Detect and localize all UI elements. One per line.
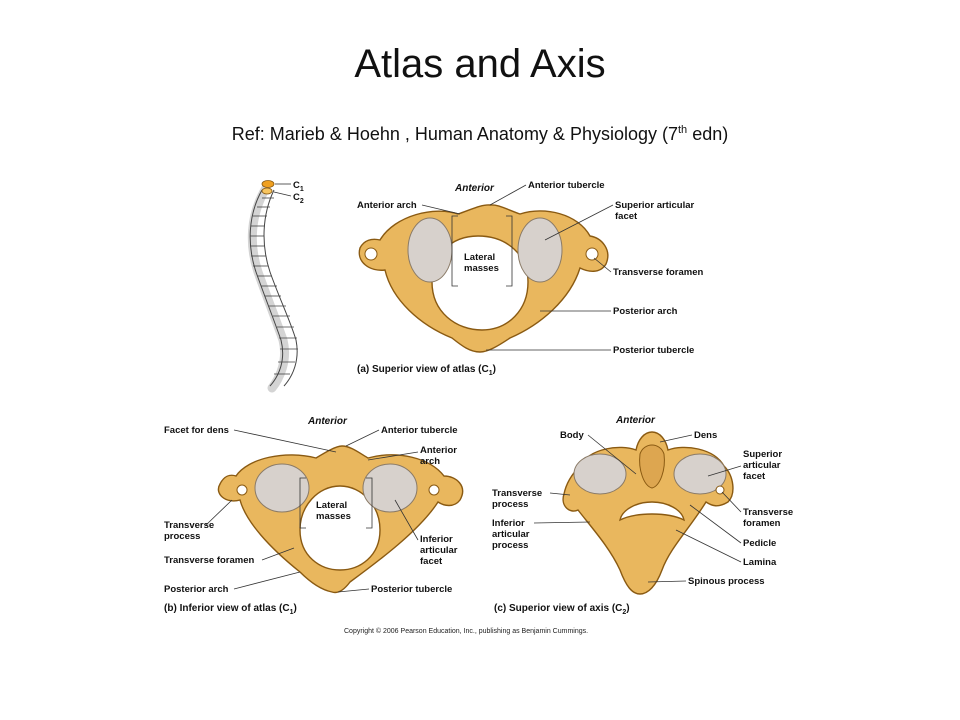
panel-b-anterior-tubercle-label: Anterior tubercle (381, 425, 458, 436)
panel-c-dens-label: Dens (694, 430, 717, 441)
atlas-inferior-transverse-foramen-hole (236, 484, 248, 496)
reference-superscript: th (678, 124, 688, 136)
atlas-left-inferior-facet (254, 463, 310, 513)
axis-left-superior-facet (573, 453, 627, 495)
panel-a-anterior-arch-label: Anterior arch (357, 200, 417, 211)
panel-a-transverse-foramen-label: Transverse foramen (613, 267, 703, 278)
reference-line: Ref: Marieb & Hoehn , Human Anatomy & Ph… (0, 118, 960, 146)
panel-b-anterior-label: Anterior (307, 416, 348, 427)
panel-a-anterior-tubercle-label: Anterior tubercle (528, 180, 605, 191)
axis-right-superior-facet (673, 453, 727, 495)
panel-c-body-label: Body (560, 430, 584, 441)
vertebral-column-illustration: C1 C2 (247, 180, 304, 393)
panel-c-spinous-process-label: Spinous process (688, 576, 765, 587)
panel-b-posterior-tubercle-label: Posterior tubercle (371, 584, 452, 595)
copyright-notice: Copyright © 2006 Pearson Education, Inc.… (344, 627, 588, 635)
c2-label: C2 (293, 192, 304, 205)
panel-a-atlas-superior: Anterior Anterior arch Anterior tubercle… (357, 180, 703, 377)
c2-highlight (261, 187, 273, 195)
atlas-transverse-foramen-hole (585, 247, 599, 261)
slide-title: Atlas and Axis (354, 42, 606, 86)
panel-a-posterior-tubercle-label: Posterior tubercle (613, 345, 694, 356)
panel-b-transverse-foramen-label: Transverse foramen (164, 555, 254, 566)
atlas-right-inferior-facet (362, 463, 418, 513)
panel-c-lamina-label: Lamina (743, 557, 777, 568)
panel-a-posterior-arch-label: Posterior arch (613, 306, 678, 317)
panel-b-caption: (b) Inferior view of atlas (C1) (164, 603, 297, 616)
atlas-right-superior-facet (517, 217, 563, 283)
panel-c-caption: (c) Superior view of axis (C2) (494, 603, 630, 616)
dens-shape (639, 444, 665, 489)
atlas-left-superior-facet (407, 217, 453, 283)
panel-b-posterior-arch-label: Posterior arch (164, 584, 229, 595)
reference-end: edn) (687, 124, 729, 144)
panel-b-facet-for-dens-label: Facet for dens (164, 425, 229, 436)
c1-label: C1 (293, 180, 304, 193)
reference-text: Ref: Marieb & Hoehn , Human Anatomy & Ph… (231, 124, 678, 144)
c1-highlight (261, 180, 275, 188)
panel-a-anterior-label: Anterior (454, 183, 495, 194)
panel-c-pedicle-label: Pedicle (743, 538, 776, 549)
panel-c-anterior-label: Anterior (615, 415, 656, 426)
panel-a-caption: (a) Superior view of atlas (C1) (357, 364, 496, 377)
panel-b-atlas-inferior: Anterior Facet for dens Anterior tubercl… (164, 416, 464, 616)
